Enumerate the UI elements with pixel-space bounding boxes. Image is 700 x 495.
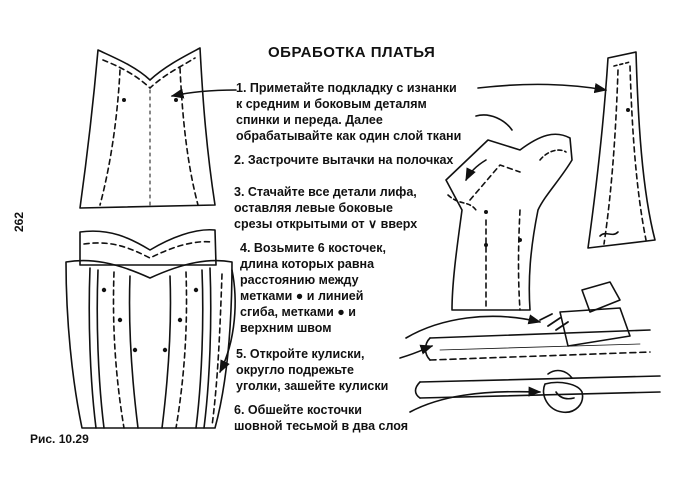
step-1-line-1: 1. Приметайте подкладку с изнанки — [236, 81, 457, 95]
step-5-line-2: округло подрежьте — [236, 363, 354, 377]
step-4: 4. Возьмите 6 косточек, длина которых ра… — [240, 240, 386, 336]
arrow-step-1-right — [477, 83, 608, 94]
step-5-line-3: уголки, зашейте кулиски — [236, 379, 389, 393]
step-2: 2. Застрочите вытачки на полочках — [234, 152, 453, 168]
bone-marks — [101, 98, 630, 353]
step-1-line-3: спинки и переда. Далее — [236, 113, 383, 127]
arrow-step-5 — [399, 344, 434, 359]
step-5: 5. Откройте кулиски, округло подрежьте у… — [236, 346, 388, 394]
step-3-line-1: 3. Стачайте все детали лифа, — [234, 185, 417, 199]
step-1-line-2: к средним и боковым деталям — [236, 97, 427, 111]
step-5-line-1: 5. Откройте кулиски, — [236, 347, 365, 361]
arrow-bodice — [219, 269, 236, 374]
arrow-step-6 — [409, 386, 542, 413]
step-4-line-4: метками ● и линией — [240, 289, 364, 303]
step-3-line-2: оставляя левые боковые — [234, 201, 393, 215]
figure-caption: Рис. 10.29 — [30, 432, 89, 446]
step-6-line-1: 6. Обшейте косточки — [234, 403, 362, 417]
step-4-line-5: сгиба, метками ● и — [240, 305, 356, 319]
arrow-step-2 — [465, 159, 487, 182]
step-4-line-1: 4. Возьмите 6 косточек, — [240, 241, 386, 255]
step-3: 3. Стачайте все детали лифа, оставляя ле… — [234, 184, 417, 232]
page-title: ОБРАБОТКА ПЛАТЬЯ — [268, 44, 436, 61]
arrow-step-4 — [405, 314, 542, 339]
step-1: 1. Приметайте подкладку с изнанки к сред… — [236, 80, 461, 144]
step-3-line-3: срезы открытыми от ∨ вверх — [234, 217, 418, 231]
step-1-line-4: обрабатывайте как один слой ткани — [236, 129, 462, 143]
casing-drawing — [424, 281, 651, 361]
step-4-line-6: верхним швом — [240, 321, 332, 335]
back-piece-drawing — [587, 51, 656, 249]
step-4-line-3: расстоянию между — [240, 273, 359, 287]
front-bodice-drawing — [445, 114, 573, 311]
bodice-drawing — [65, 228, 233, 429]
step-6-line-2: шовной тесьмой в два слоя — [234, 419, 409, 433]
lining-piece-drawing — [79, 47, 216, 209]
step-4-line-2: длина которых равна — [240, 257, 375, 271]
arrow-step-1-left — [170, 88, 237, 99]
step-2-line-1: 2. Застрочите вытачки на полочках — [234, 153, 454, 167]
step-6: 6. Обшейте косточки шовной тесьмой в два… — [234, 402, 408, 434]
